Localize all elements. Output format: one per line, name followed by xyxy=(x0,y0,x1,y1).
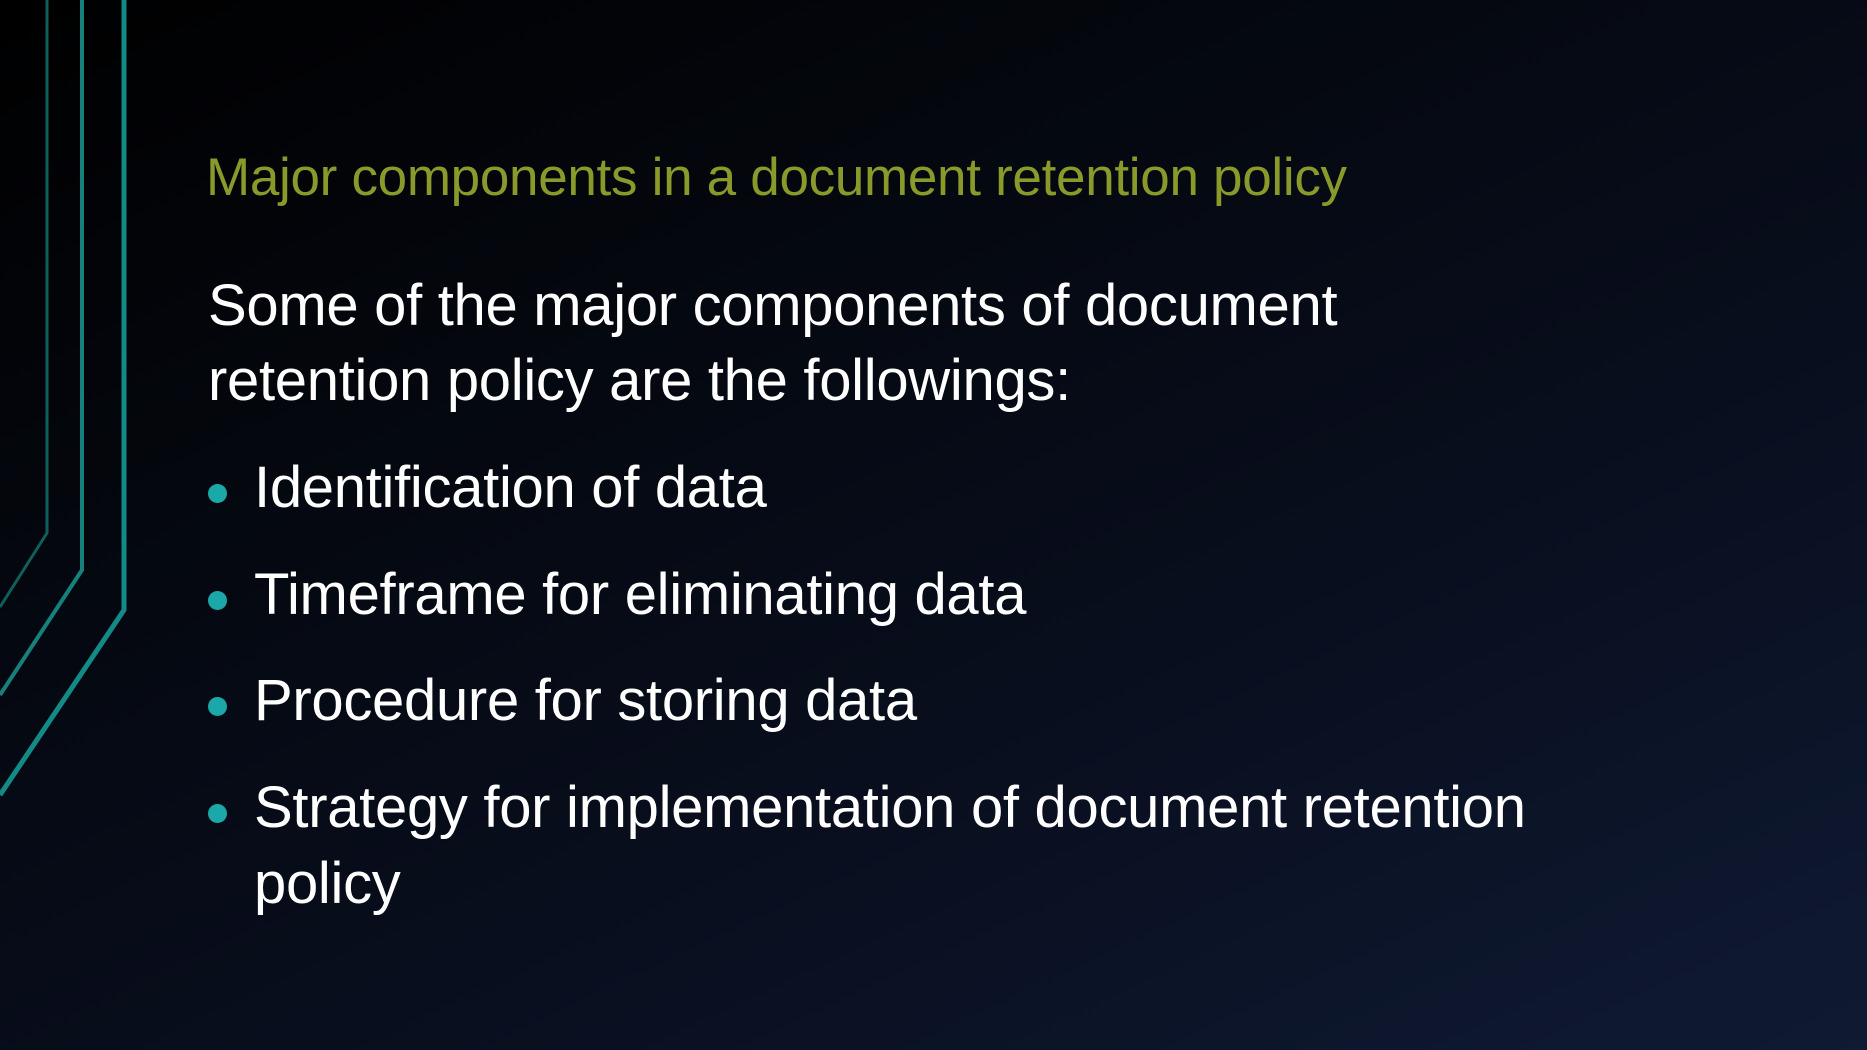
bullet-line: Identification of data xyxy=(254,455,767,520)
bullet-line: policy xyxy=(254,851,401,916)
intro-paragraph: Some of the major components of document… xyxy=(208,268,1338,418)
decorative-circuit-lines xyxy=(0,0,127,797)
intro-line: Some of the major components of document xyxy=(208,273,1338,338)
bullet-text: Timeframe for eliminating data xyxy=(254,557,1026,633)
bullet-line: Timeframe for eliminating data xyxy=(254,562,1027,627)
bullet-line: Procedure for storing data xyxy=(254,668,917,733)
bullet-line: Strategy for implementation of document … xyxy=(254,775,1526,840)
slide-title: Major components in a document retention… xyxy=(206,148,1347,207)
bullet-text: Procedure for storing data xyxy=(254,663,917,739)
bullet-dot-icon xyxy=(208,591,227,610)
bullet-dot-icon xyxy=(208,804,227,823)
bullet-dot-icon xyxy=(208,697,227,716)
bullet-text: Strategy for implementation of document … xyxy=(254,770,1526,922)
bullet-text: Identification of data xyxy=(254,450,767,526)
accent-line-dim xyxy=(0,0,49,608)
accent-line-bright xyxy=(0,0,127,797)
bullet-dot-icon xyxy=(208,484,227,503)
intro-line: retention policy are the followings: xyxy=(208,348,1071,413)
accent-line-mid xyxy=(0,0,84,697)
